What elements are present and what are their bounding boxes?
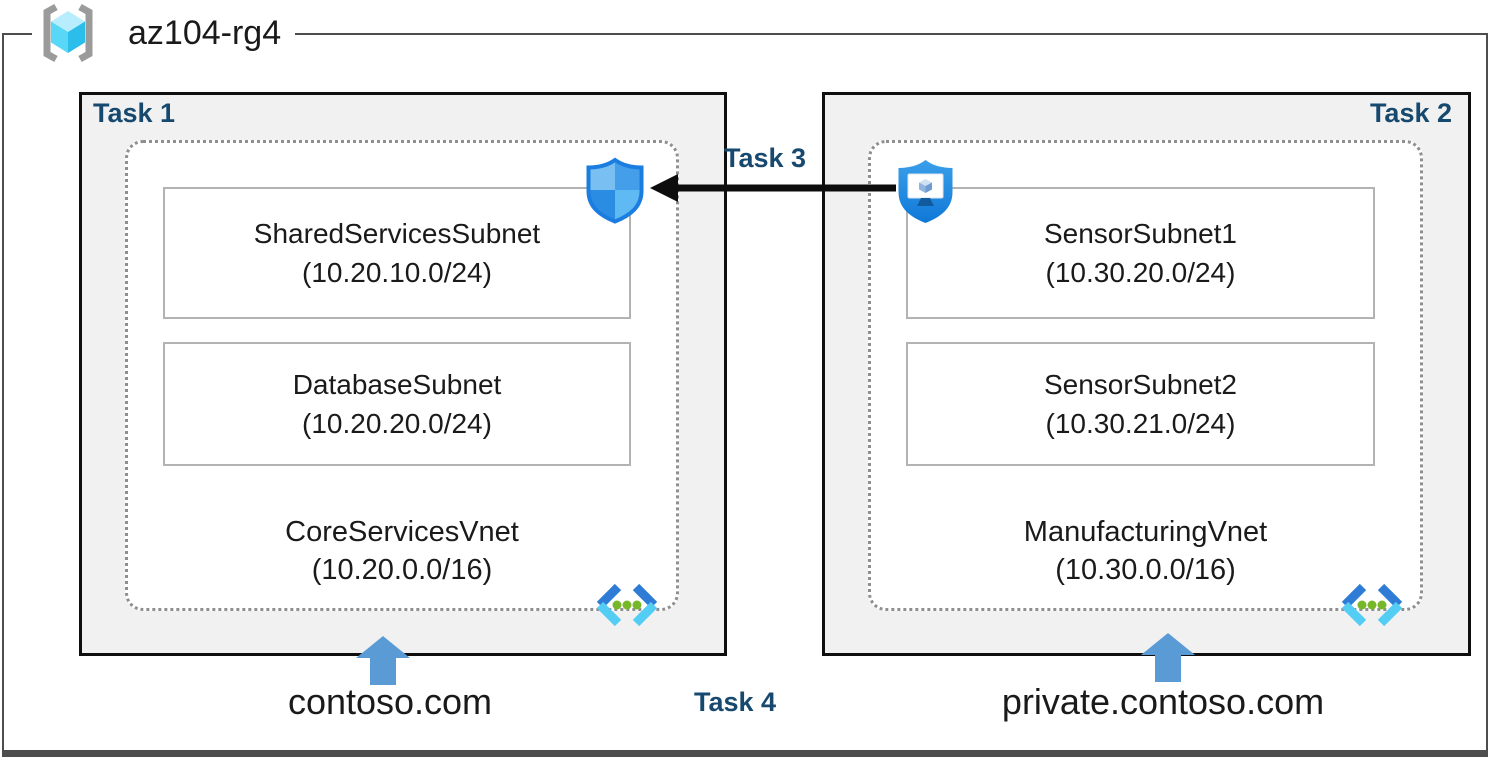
sensor-subnet2-box: SensorSubnet2 (10.30.21.0/24) [906, 342, 1375, 466]
resource-group-name: az104-rg4 [128, 13, 282, 52]
private-contoso-dns-label: private.contoso.com [1001, 681, 1325, 722]
virtual-network-icon [594, 582, 660, 628]
subnet-cidr: (10.30.20.0/24) [1045, 257, 1236, 288]
shared-services-subnet-box: SharedServicesSubnet (10.20.10.0/24) [163, 187, 631, 319]
security-shield-icon [585, 157, 645, 224]
task1-label: Task 1 [93, 98, 176, 128]
resource-group-icon [36, 2, 100, 64]
subnet-cidr: (10.20.20.0/24) [302, 408, 492, 439]
task3-arrow [650, 174, 896, 202]
vnet-name: ManufacturingVnet [1023, 516, 1268, 548]
subnet-name: DatabaseSubnet [292, 368, 502, 400]
subnet-name: SensorSubnet1 [1043, 217, 1238, 249]
resource-group-frame [2, 33, 1488, 757]
bastion-shield-monitor-icon [895, 158, 956, 225]
task3-label: Task 3 [723, 143, 807, 173]
manufacturing-vnet-label: ManufacturingVnet (10.30.0.0/16) [868, 513, 1423, 590]
subnet-name: SensorSubnet2 [1043, 368, 1238, 400]
database-subnet-box: DatabaseSubnet (10.20.20.0/24) [163, 342, 631, 466]
subnet-cidr: (10.30.21.0/24) [1045, 408, 1236, 439]
core-services-vnet-label: CoreServicesVnet (10.20.0.0/16) [125, 513, 679, 590]
contoso-up-arrow [356, 636, 410, 685]
private-contoso-up-arrow [1141, 633, 1195, 682]
subnet-name: SharedServicesSubnet [253, 217, 541, 249]
vnet-name: CoreServicesVnet [285, 516, 519, 548]
vnet-cidr: (10.20.0.0/16) [311, 554, 493, 587]
contoso-dns-label: contoso.com [287, 681, 493, 722]
virtual-network-icon [1339, 582, 1405, 628]
task2-label: Task 2 [1369, 98, 1452, 128]
vnet-cidr: (10.30.0.0/16) [1055, 554, 1236, 587]
resource-group-header: az104-rg4 [32, 0, 296, 66]
sensor-subnet1-box: SensorSubnet1 (10.30.20.0/24) [906, 187, 1375, 319]
task4-label: Task 4 [693, 687, 777, 717]
subnet-cidr: (10.20.10.0/24) [302, 257, 492, 288]
